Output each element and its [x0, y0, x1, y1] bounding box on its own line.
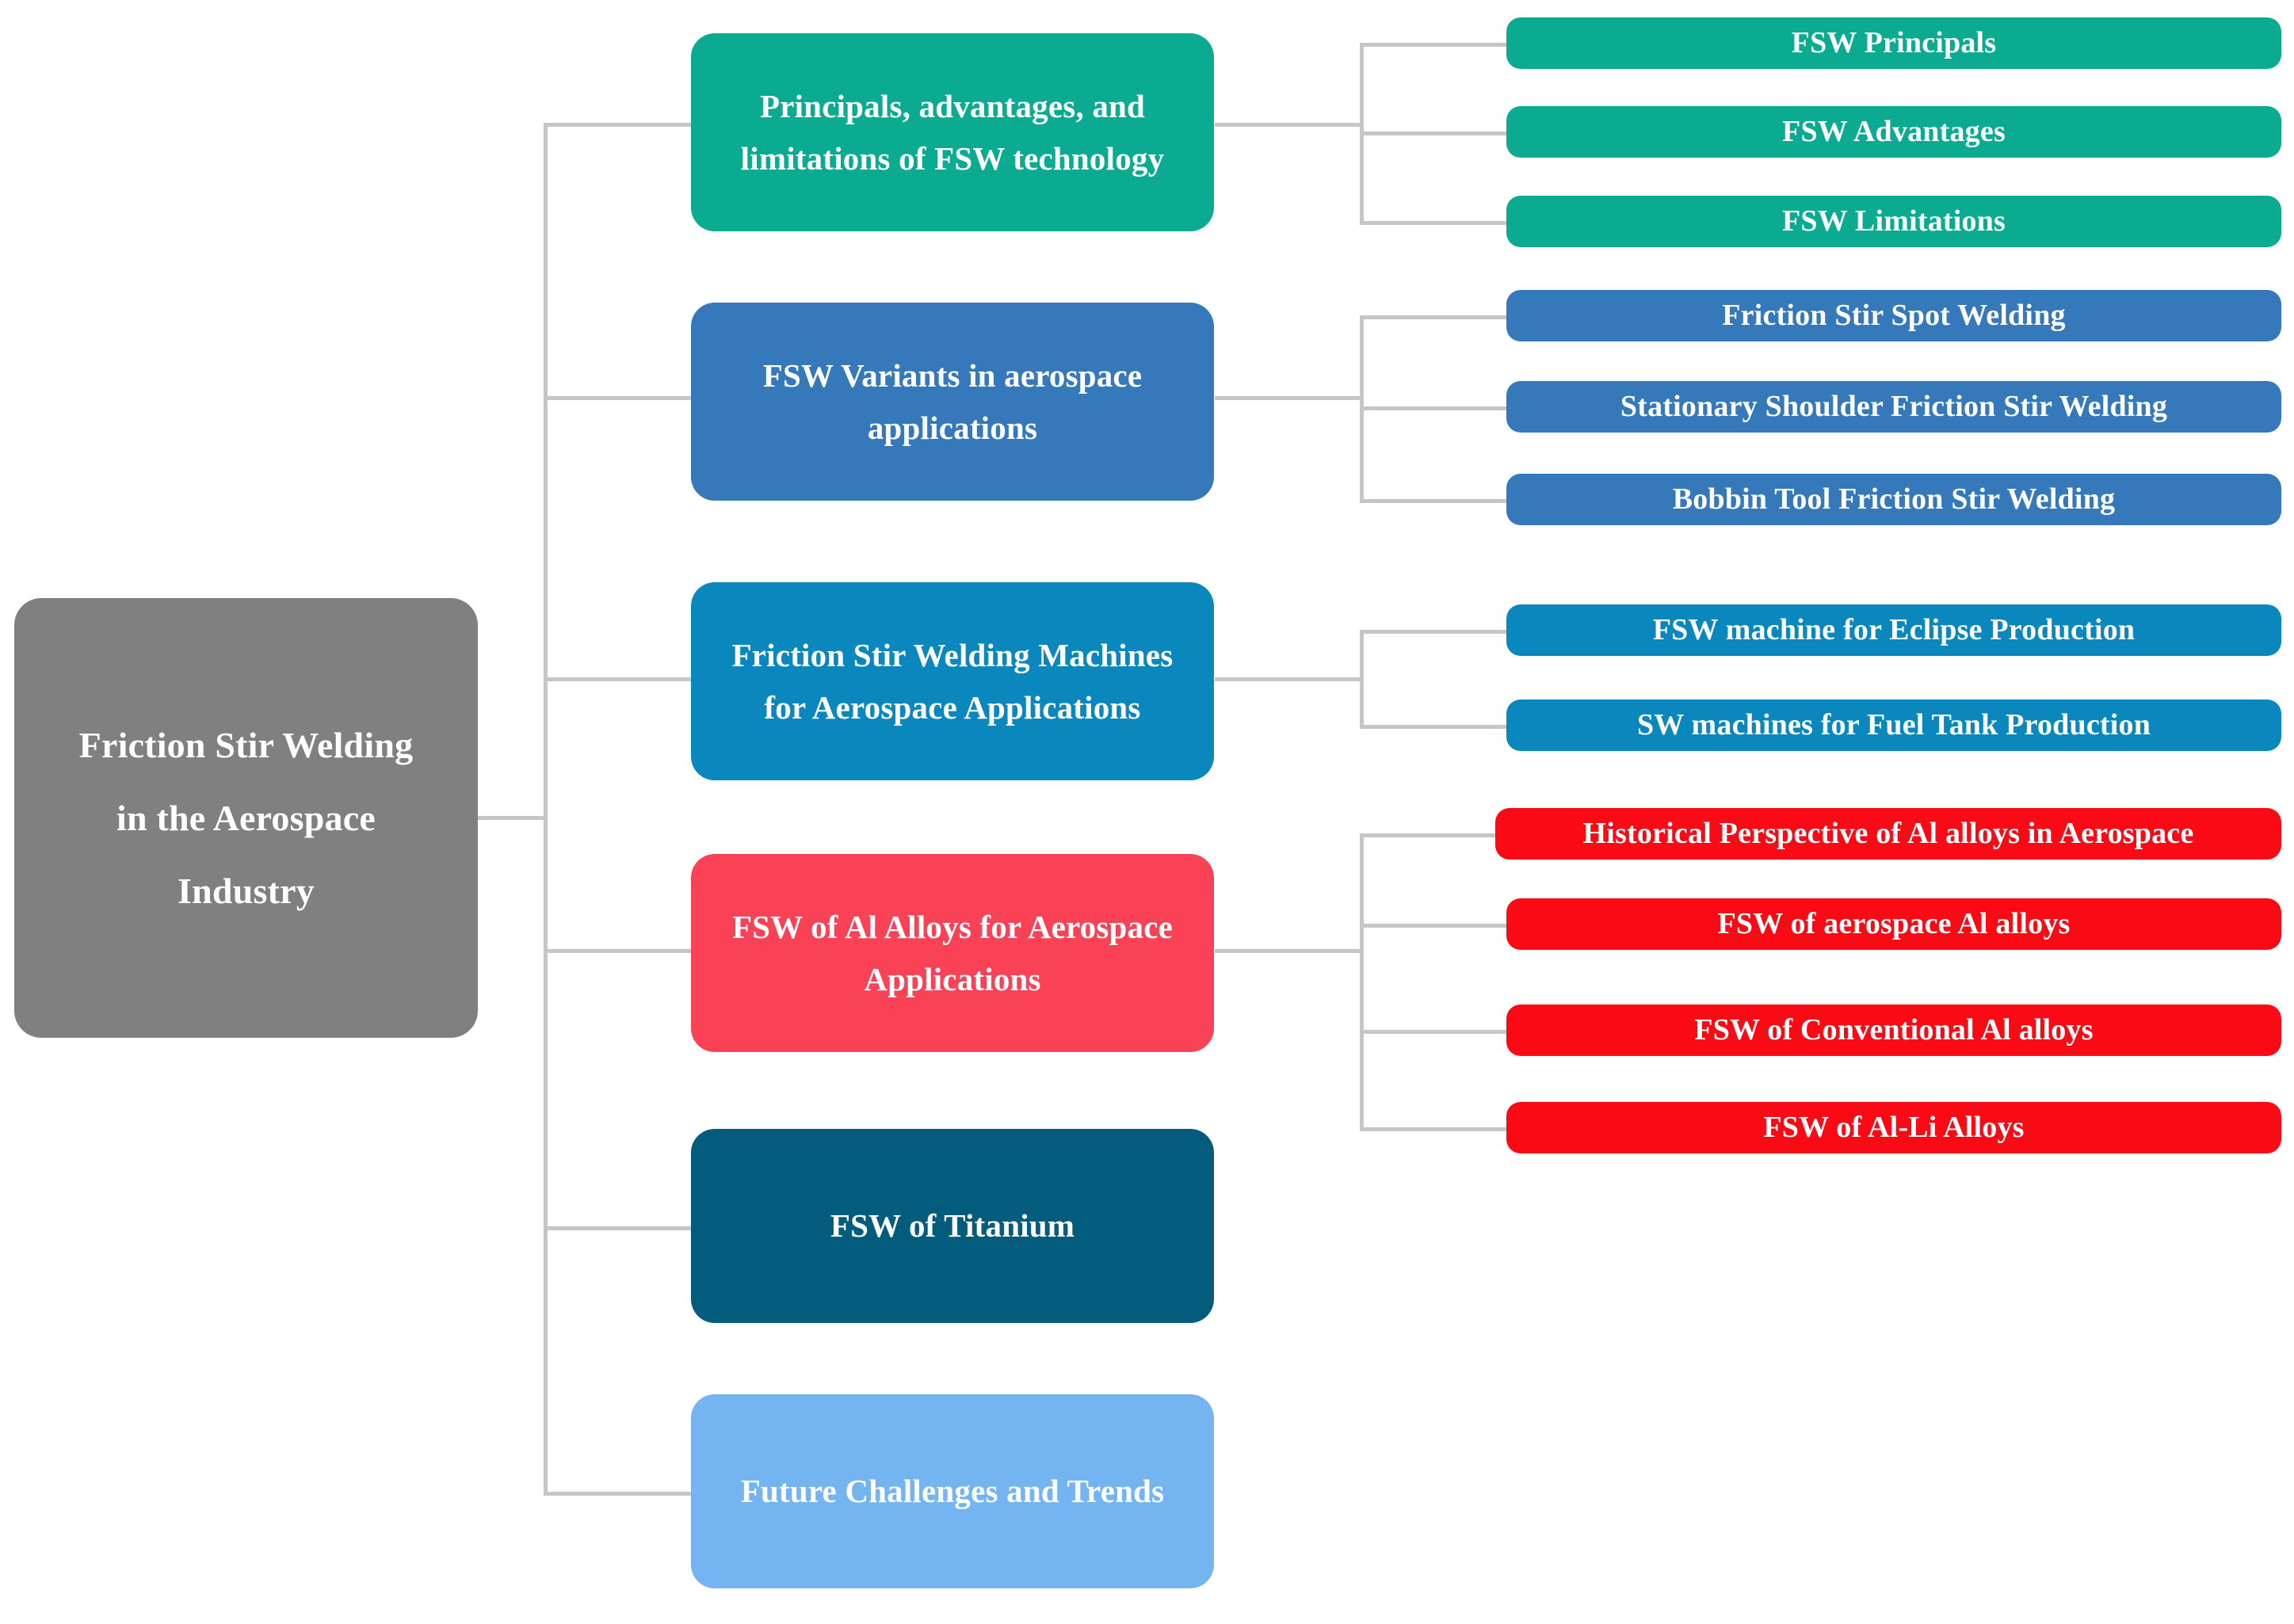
- connector-child-1-3: [1360, 221, 1506, 225]
- connector-branch-5: [544, 1226, 694, 1230]
- connector-branch-2-stub: [1215, 396, 1362, 400]
- branch-node-fsw-machines[interactable]: Friction Stir Welding Machines for Aeros…: [691, 582, 1214, 780]
- branch-node-future-challenges[interactable]: Future Challenges and Trends: [691, 1394, 1214, 1588]
- connector-child-4-3: [1360, 1030, 1506, 1034]
- connector-child-2-3: [1360, 499, 1506, 503]
- connector-trunk-vertical: [544, 123, 548, 1493]
- connector-child-1-2: [1360, 132, 1506, 135]
- branch-node-fsw-al-alloys[interactable]: FSW of Al Alloys for Aerospace Applicati…: [691, 854, 1214, 1052]
- connector-child-2-2: [1360, 406, 1506, 410]
- leaf-node-fsw-limitations[interactable]: FSW Limitations: [1506, 196, 2281, 247]
- connector-child-2-1: [1360, 315, 1506, 319]
- connector-branch-3-stub: [1215, 677, 1362, 681]
- root-label-line-3: Industry: [177, 870, 315, 911]
- connector-group-4-vertical: [1360, 833, 1364, 1129]
- connector-child-3-2: [1360, 725, 1506, 729]
- branch-node-principals-advantages-limitations[interactable]: Principals, advantages, and limitations …: [691, 33, 1214, 231]
- connector-child-4-2: [1360, 924, 1506, 928]
- root-label-line-2: in the Aerospace: [116, 797, 376, 838]
- root-label-line-1: Friction Stir Welding: [78, 724, 414, 765]
- leaf-node-bobbin-tool-fsw[interactable]: Bobbin Tool Friction Stir Welding: [1506, 474, 2281, 525]
- connector-child-1-1: [1360, 43, 1506, 47]
- leaf-node-fsw-al-li-alloys[interactable]: FSW of Al-Li Alloys: [1506, 1102, 2281, 1153]
- leaf-node-sw-machines-fuel-tank[interactable]: SW machines for Fuel Tank Production: [1506, 700, 2281, 751]
- connector-branch-3: [544, 677, 694, 681]
- leaf-node-fsw-advantages[interactable]: FSW Advantages: [1506, 106, 2281, 158]
- leaf-node-stationary-shoulder-fsw[interactable]: Stationary Shoulder Friction Stir Weldin…: [1506, 381, 2281, 433]
- connector-root-stub: [475, 816, 547, 820]
- connector-child-4-4: [1360, 1127, 1506, 1131]
- root-node-label: Friction Stir Welding in the Aerospace I…: [79, 709, 414, 928]
- branch-node-fsw-variants[interactable]: FSW Variants in aerospace applications: [691, 303, 1214, 501]
- connector-branch-1-stub: [1215, 123, 1362, 127]
- leaf-node-historical-perspective-al-alloys[interactable]: Historical Perspective of Al alloys in A…: [1495, 808, 2281, 860]
- leaf-node-friction-stir-spot-welding[interactable]: Friction Stir Spot Welding: [1506, 290, 2281, 341]
- connector-branch-1: [544, 123, 694, 127]
- branch-node-fsw-titanium[interactable]: FSW of Titanium: [691, 1129, 1214, 1323]
- leaf-node-fsw-machine-eclipse[interactable]: FSW machine for Eclipse Production: [1506, 604, 2281, 656]
- connector-group-3-vertical: [1360, 630, 1364, 726]
- connector-branch-4: [544, 949, 694, 953]
- connector-branch-6: [544, 1492, 694, 1496]
- connector-branch-2: [544, 396, 694, 400]
- connector-branch-4-stub: [1215, 949, 1362, 953]
- root-node[interactable]: Friction Stir Welding in the Aerospace I…: [14, 598, 478, 1038]
- connector-child-3-1: [1360, 630, 1506, 634]
- leaf-node-fsw-aerospace-al-alloys[interactable]: FSW of aerospace Al alloys: [1506, 898, 2281, 950]
- connector-child-4-1: [1360, 833, 1506, 837]
- leaf-node-fsw-principals[interactable]: FSW Principals: [1506, 17, 2281, 69]
- leaf-node-fsw-conventional-al-alloys[interactable]: FSW of Conventional Al alloys: [1506, 1005, 2281, 1056]
